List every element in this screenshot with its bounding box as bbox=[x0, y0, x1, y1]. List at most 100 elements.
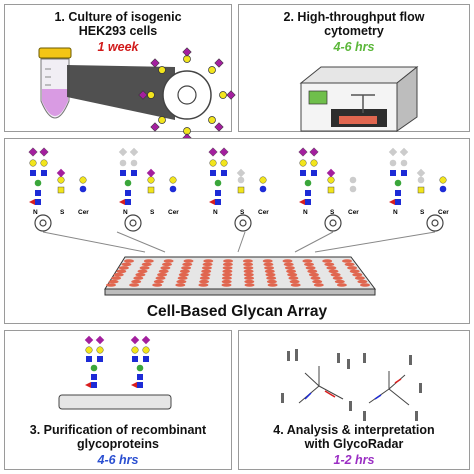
label-s-4: S bbox=[330, 209, 335, 216]
plate-well bbox=[310, 276, 321, 280]
plate-well bbox=[352, 272, 363, 277]
well-plate-icon bbox=[104, 256, 376, 296]
plate-well bbox=[221, 283, 232, 287]
plate-well bbox=[357, 279, 368, 284]
plate-well bbox=[244, 279, 255, 284]
plate-well bbox=[312, 279, 323, 284]
label-cer-5: Cer bbox=[438, 209, 449, 216]
plate-well bbox=[108, 279, 119, 284]
glycan-group-2 bbox=[118, 147, 177, 205]
plate-well bbox=[162, 262, 172, 267]
plate-well bbox=[302, 259, 313, 263]
glycan-group-3 bbox=[208, 147, 267, 205]
plate-well bbox=[242, 259, 253, 263]
plate-well bbox=[354, 276, 365, 280]
label-s-2: S bbox=[150, 209, 155, 216]
plate-well bbox=[175, 283, 186, 287]
plate-well bbox=[198, 283, 209, 287]
label-s-5: S bbox=[420, 209, 425, 216]
label-s-3: S bbox=[240, 209, 245, 216]
plate-well bbox=[155, 276, 166, 280]
plate-well bbox=[176, 279, 187, 284]
plate-well bbox=[313, 283, 324, 287]
plate-well bbox=[267, 283, 278, 287]
plate-well bbox=[141, 262, 152, 267]
label-n-5: N bbox=[393, 209, 398, 216]
plate-well bbox=[131, 279, 142, 284]
culture-illustration bbox=[38, 47, 236, 143]
label-cer-1: Cer bbox=[78, 209, 89, 216]
label-s-1: S bbox=[60, 209, 65, 216]
glycoprotein-left bbox=[84, 335, 105, 388]
glycan-group-1 bbox=[28, 147, 87, 205]
plate-well bbox=[181, 266, 192, 270]
plate-well bbox=[344, 262, 355, 267]
plate-well bbox=[243, 262, 254, 267]
plate-well bbox=[332, 276, 343, 280]
plate-well bbox=[330, 272, 341, 277]
plate-well bbox=[244, 276, 255, 280]
flow-time: 4-6 hrs bbox=[333, 40, 375, 54]
plate-well bbox=[157, 272, 168, 277]
analysis-title-line1: 4. Analysis & interpretation bbox=[273, 423, 435, 437]
plate-well bbox=[287, 272, 298, 277]
plate-well bbox=[178, 272, 189, 277]
plate-well bbox=[152, 283, 163, 287]
purification-title-line2: glycoproteins bbox=[77, 437, 159, 451]
culture-title-line2: HEK293 cells bbox=[78, 24, 158, 38]
plate-well bbox=[158, 269, 169, 274]
plate-well bbox=[124, 259, 134, 263]
plate-well bbox=[342, 259, 352, 263]
glycan-array-illustration bbox=[28, 147, 447, 296]
plate-well bbox=[289, 279, 300, 284]
plate-well bbox=[139, 266, 150, 270]
flow-title-line2: cytometry bbox=[324, 24, 384, 38]
culture-tube-icon bbox=[38, 47, 72, 119]
plate-well bbox=[288, 276, 299, 280]
label-cer-2: Cer bbox=[168, 209, 179, 216]
plate-well bbox=[106, 283, 116, 287]
culture-time: 1 week bbox=[97, 40, 139, 54]
plate-well bbox=[133, 276, 144, 280]
plate-well bbox=[266, 276, 277, 280]
plate-well bbox=[360, 283, 370, 287]
connector-lines bbox=[42, 231, 436, 253]
plate-well bbox=[201, 266, 212, 270]
plate-well bbox=[203, 259, 214, 263]
plate-well bbox=[113, 272, 124, 277]
plate-well bbox=[334, 279, 345, 284]
plate-well bbox=[283, 262, 294, 267]
radar-mini-glycans bbox=[281, 349, 422, 421]
plate-well bbox=[349, 269, 360, 274]
plate-well bbox=[163, 259, 174, 263]
analysis-title-line2: with GlycoRadar bbox=[304, 437, 404, 451]
plate-well bbox=[326, 266, 337, 270]
plate-well bbox=[221, 279, 232, 284]
label-n-3: N bbox=[213, 209, 218, 216]
plate-well bbox=[116, 269, 127, 274]
label-cer-3: Cer bbox=[258, 209, 269, 216]
culture-title-line1: 1. Culture of isogenic bbox=[54, 10, 182, 24]
panel-culture: 1. Culture of isogenic HEK293 cells 1 we… bbox=[4, 4, 236, 143]
cell-discs bbox=[34, 214, 444, 232]
plate-well bbox=[282, 259, 293, 263]
plate-well bbox=[263, 262, 274, 267]
array-title: Cell-Based Glycan Array bbox=[146, 303, 328, 320]
panel-array: N S Cer N S Cer N S Cer N S Cer N S Cer … bbox=[4, 138, 470, 324]
glycan-group-4 bbox=[298, 147, 357, 205]
plate-well bbox=[347, 266, 358, 270]
plate-well bbox=[304, 262, 314, 267]
plate-well bbox=[305, 266, 316, 270]
label-cer-4: Cer bbox=[348, 209, 359, 216]
plate-well bbox=[324, 262, 335, 267]
plate-well bbox=[308, 272, 319, 277]
glycoprotein-illustration bbox=[58, 335, 172, 410]
panel-flow: 2. High-throughput flow cytometry 4-6 hr… bbox=[238, 4, 470, 132]
glycan-group-5 bbox=[388, 147, 447, 205]
panel-analysis: 4. Analysis & interpretation with GlycoR… bbox=[238, 330, 470, 470]
label-n-2: N bbox=[123, 209, 128, 216]
plate-well bbox=[243, 269, 254, 274]
plate-well bbox=[307, 269, 318, 274]
plate-well bbox=[179, 269, 190, 274]
plate-well bbox=[243, 266, 254, 270]
